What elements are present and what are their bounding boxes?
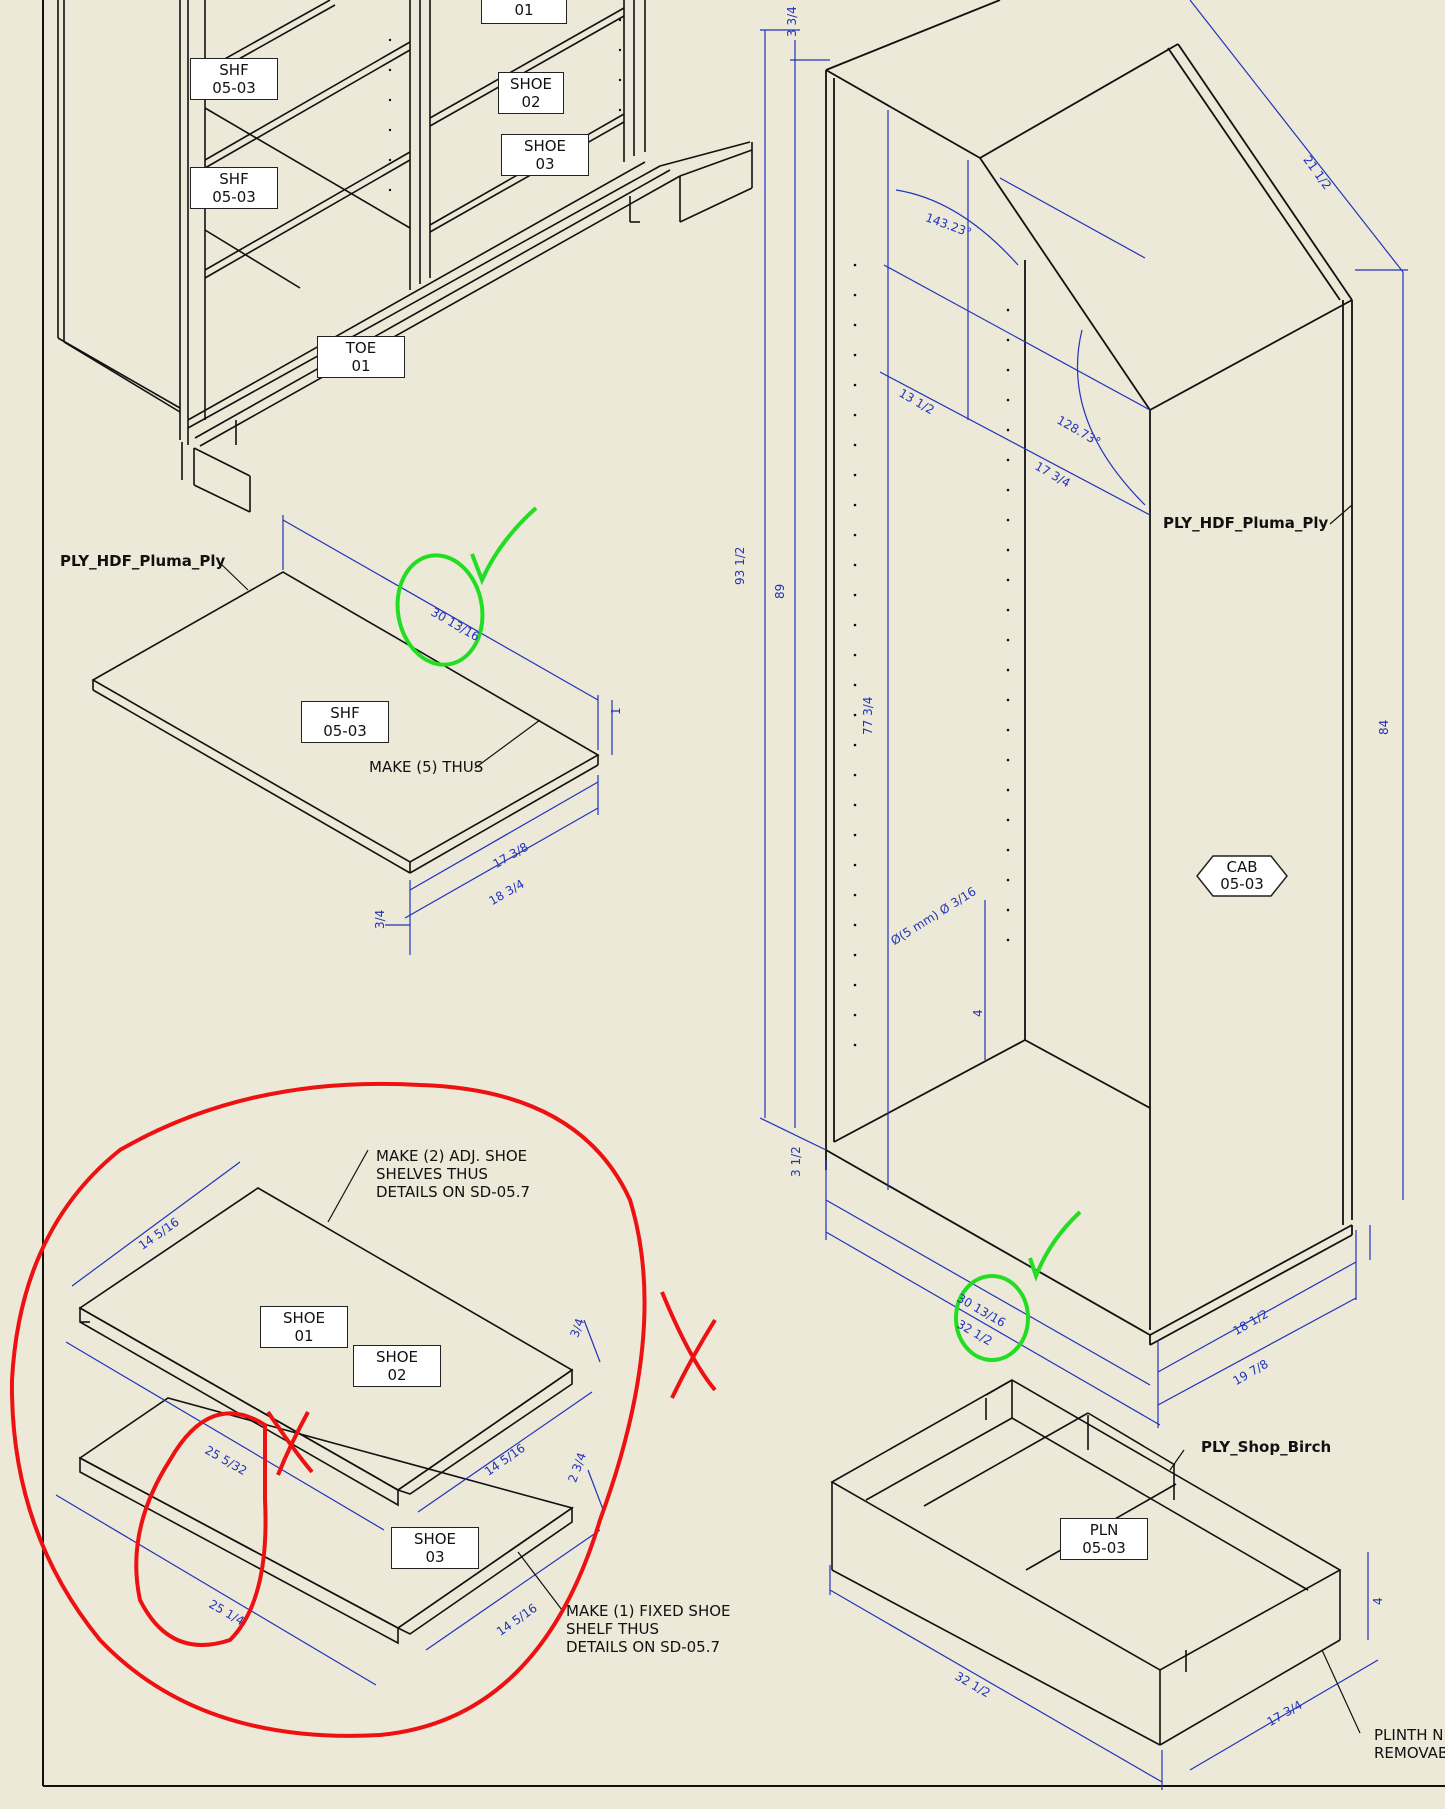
part-label-pln: PLN 05-03: [1060, 1518, 1148, 1560]
label-line: 05-03: [1220, 875, 1264, 893]
note-make-1: MAKE (1) FIXED SHOE SHELF THUS DETAILS O…: [566, 1602, 731, 1656]
label-line: 01: [351, 357, 371, 375]
sheet-border: [42, 0, 1445, 1787]
label-line: SHOE: [523, 137, 567, 155]
plinth-dimension-lines: [829, 1552, 1379, 1790]
label-line: SHF: [330, 704, 360, 722]
hexagon-tag-icon: [1196, 855, 1288, 897]
part-label-cab: CAB 05-03: [1183, 854, 1301, 898]
dim-shf-edge: 3/4: [373, 909, 387, 929]
label-line: 01: [514, 1, 534, 19]
label-line: SHF: [219, 170, 249, 188]
green-check-markup-1: [395, 506, 538, 667]
shoe-shelf-lower: [78, 1397, 574, 1645]
label-line: 05-03: [212, 188, 256, 206]
part-label-shoe-02: SHOE 02: [353, 1345, 441, 1387]
label-line: 03: [425, 1548, 445, 1566]
red-rejection-markup: [9, 1081, 717, 1738]
tall-cabinet: [825, 0, 1353, 1346]
label-line: TOE: [345, 339, 377, 357]
label-line: 02: [521, 93, 541, 111]
part-label-shoe-03-top: SHOE 03: [501, 134, 589, 176]
note-make-5: MAKE (5) THUS: [369, 758, 484, 776]
label-line: 03: [535, 155, 555, 173]
label-line: 01: [294, 1327, 314, 1345]
shelf-detail: [91, 571, 600, 874]
dim-cab-h2: 89: [773, 583, 787, 599]
label-line: SHF: [219, 61, 249, 79]
cab-label-text: CAB 05-03: [1183, 859, 1301, 893]
note-plinth: PLINTH NE REMOVABL: [1374, 1726, 1445, 1762]
part-label-shf-b: SHF 05-03: [190, 167, 278, 209]
label-line: 05-03: [323, 722, 367, 740]
label-line: 05-03: [1082, 1539, 1126, 1557]
note-make-2: MAKE (2) ADJ. SHOE SHELVES THUS DETAILS …: [376, 1147, 531, 1201]
material-callout-shelf: PLY_HDF_Pluma_Ply: [60, 552, 226, 570]
label-line: SHOE: [282, 1309, 326, 1327]
green-check-markup-2: [954, 1210, 1082, 1362]
label-line: SHOE: [375, 1348, 419, 1366]
part-label-shf-a: SHF 05-03: [190, 58, 278, 100]
part-label-shoe-03: SHOE 03: [391, 1527, 479, 1569]
shelf-dimension-lines: [282, 515, 613, 955]
label-line: SHOE: [413, 1530, 457, 1548]
label-line: PLN: [1089, 1521, 1119, 1539]
dim-shf-thk: 1: [609, 707, 623, 715]
leader-lines: [219, 504, 1361, 1734]
cabinet-pin-holes: [853, 263, 1010, 1047]
dim-pln-h: 4: [1371, 1597, 1385, 1605]
shoe-shelf-dimension-lines: [55, 1161, 605, 1686]
cabinet-dimension-lines: [759, 0, 1408, 1428]
part-label-shoe-02-top: SHOE 02: [498, 72, 564, 114]
label-line: 05-03: [212, 79, 256, 97]
dim-cab-base: 4: [971, 1009, 985, 1017]
plinth-assembly: [830, 1379, 1342, 1746]
dim-cab-h3: 77 3/4: [861, 696, 875, 735]
label-line: CAB: [1226, 858, 1258, 876]
part-label-toe-01: TOE 01: [317, 336, 405, 378]
label-line: SHOE: [509, 75, 553, 93]
shelf-pin-holes-top: [388, 18, 622, 192]
dim-cab-bottom: 3 1/2: [789, 1146, 803, 1177]
cabinet-assembly-partial: [57, 0, 753, 513]
label-line: 02: [387, 1366, 407, 1384]
shoe-shelf-upper: [78, 1187, 574, 1507]
part-label-shf-detail: SHF 05-03: [301, 701, 389, 743]
dim-cab-h4: 84: [1377, 719, 1391, 735]
part-label-top-01: 01: [481, 0, 567, 24]
dim-cab-h1: 93 1/2: [733, 546, 747, 585]
material-callout-cabinet: PLY_HDF_Pluma_Ply: [1163, 514, 1329, 532]
dim-cab-top: 3 3/4: [785, 6, 799, 37]
part-label-shoe-01: SHOE 01: [260, 1306, 348, 1348]
material-callout-plinth: PLY_Shop_Birch: [1201, 1438, 1332, 1456]
